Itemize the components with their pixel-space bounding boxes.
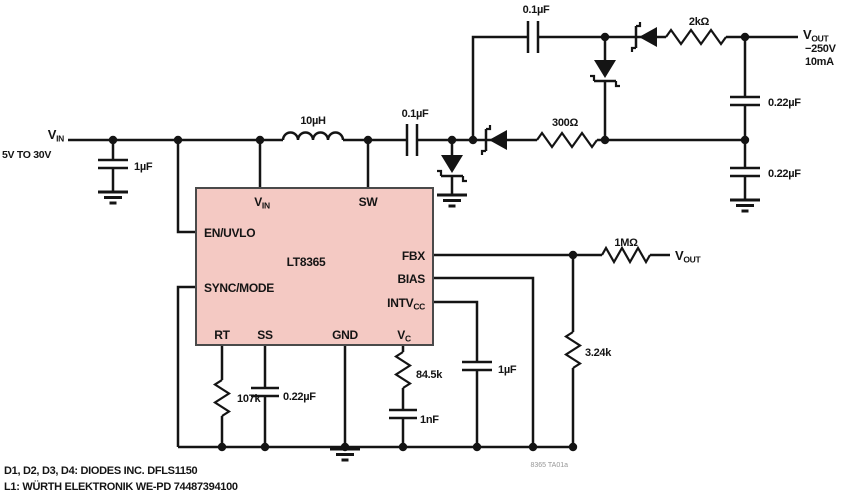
junction-dot <box>472 442 482 452</box>
inductor-label: 10µH <box>300 115 326 127</box>
note-diodes: D1, D2, D3, D4: DIODES INC. DFLS1150 <box>4 465 198 477</box>
output-series-resistor <box>665 28 727 46</box>
diode-d3 <box>588 58 622 88</box>
ss-cap-label: 0.22µF <box>283 391 316 403</box>
junction-dot <box>217 442 227 452</box>
pin-vc: VC <box>397 328 411 344</box>
junction-dot <box>447 135 457 145</box>
ground-d1 <box>435 193 469 208</box>
diode-d1 <box>435 153 469 183</box>
pin-fbx: FBX <box>402 249 425 263</box>
junction-dot <box>568 442 578 452</box>
pin-ss: SS <box>257 328 273 342</box>
junction-dot <box>340 442 350 452</box>
junction-dot <box>260 442 270 452</box>
figure-tag: 8365 TA01a <box>531 462 569 469</box>
sync-mode-wire <box>176 285 196 447</box>
junction-dots <box>108 32 750 452</box>
intvcc-cap-wire <box>433 300 492 447</box>
junction-dot <box>173 135 183 145</box>
junction-dot <box>568 250 578 260</box>
input-range-label: 5V TO 30V <box>2 149 51 161</box>
vc-network <box>389 345 417 447</box>
input-voltage-label: VIN <box>48 127 64 144</box>
vc-resistor-label: 84.5k <box>416 369 443 381</box>
diode-d4 <box>630 20 659 54</box>
junction-dot <box>600 135 610 145</box>
ground-input-cap <box>96 190 130 205</box>
junction-dot <box>108 135 118 145</box>
output-cap-bottom-label: 0.22µF <box>768 168 801 180</box>
output-cap-bottom <box>730 140 760 199</box>
pump-cap-label: 0.1µF <box>523 4 550 16</box>
fbx-vout-label: VOUT <box>675 248 702 265</box>
note-inductor: L1: WÜRTH ELEKTRONIK WE-PD 74487394100 <box>4 480 238 493</box>
pump-resistor <box>536 131 598 149</box>
vc-cap-label: 1nF <box>420 414 439 426</box>
fb-bottom-resistor <box>563 331 583 369</box>
junction-dot <box>740 32 750 42</box>
junction-dot <box>363 135 373 145</box>
rt-resistor-label: 107k <box>237 393 261 405</box>
output-cap-top <box>730 37 760 140</box>
diode-d2 <box>480 123 509 157</box>
pump-riser <box>471 35 528 140</box>
intvcc-cap-label: 1µF <box>498 364 517 376</box>
output-current-value: 10mA <box>805 56 834 68</box>
ic-part-number: LT8365 <box>287 255 326 269</box>
ic-body <box>195 187 434 346</box>
ss-cap <box>251 345 279 447</box>
output-cap-top-label: 0.22µF <box>768 97 801 109</box>
fbx-resistor-label: 1MΩ <box>614 237 638 249</box>
pin-rt: RT <box>214 328 230 342</box>
output-series-resistor-label: 2kΩ <box>689 16 710 28</box>
pump-cap-plates <box>526 21 540 53</box>
output-voltage-value: −250V <box>805 43 837 55</box>
vc-resistor <box>393 351 413 389</box>
junction-dot <box>600 32 610 42</box>
pin-sync-mode: SYNC/MODE <box>204 281 274 295</box>
coupling-cap-plates <box>405 124 419 156</box>
bias-wire <box>433 276 535 447</box>
inductor-coil <box>281 131 345 141</box>
pin-gnd: GND <box>332 328 358 342</box>
pin-en-uvlo: EN/UVLO <box>204 226 255 240</box>
pump-resistor-label: 300Ω <box>552 117 578 129</box>
pin-sw: SW <box>359 195 379 209</box>
junction-dot <box>398 442 408 452</box>
junction-dot <box>255 135 265 145</box>
coupling-cap-label: 0.1µF <box>402 108 429 120</box>
rt-resistor <box>212 379 232 417</box>
fb-bottom-resistor-label: 3.24k <box>585 347 612 359</box>
output-voltage-label: VOUT <box>803 27 830 44</box>
pin-intvcc: INTVCC <box>387 296 425 312</box>
junction-dot <box>468 135 478 145</box>
pin-vin: VIN <box>254 195 270 211</box>
en-uvlo-wire <box>176 140 196 234</box>
input-cap-label: 1µF <box>134 161 153 173</box>
wires <box>68 21 798 449</box>
pin-bias: BIAS <box>398 272 426 286</box>
junction-dot <box>740 135 750 145</box>
input-cap <box>98 140 128 191</box>
junction-dot <box>528 442 538 452</box>
ground-output <box>728 198 762 213</box>
fbx-resistor <box>601 245 651 265</box>
